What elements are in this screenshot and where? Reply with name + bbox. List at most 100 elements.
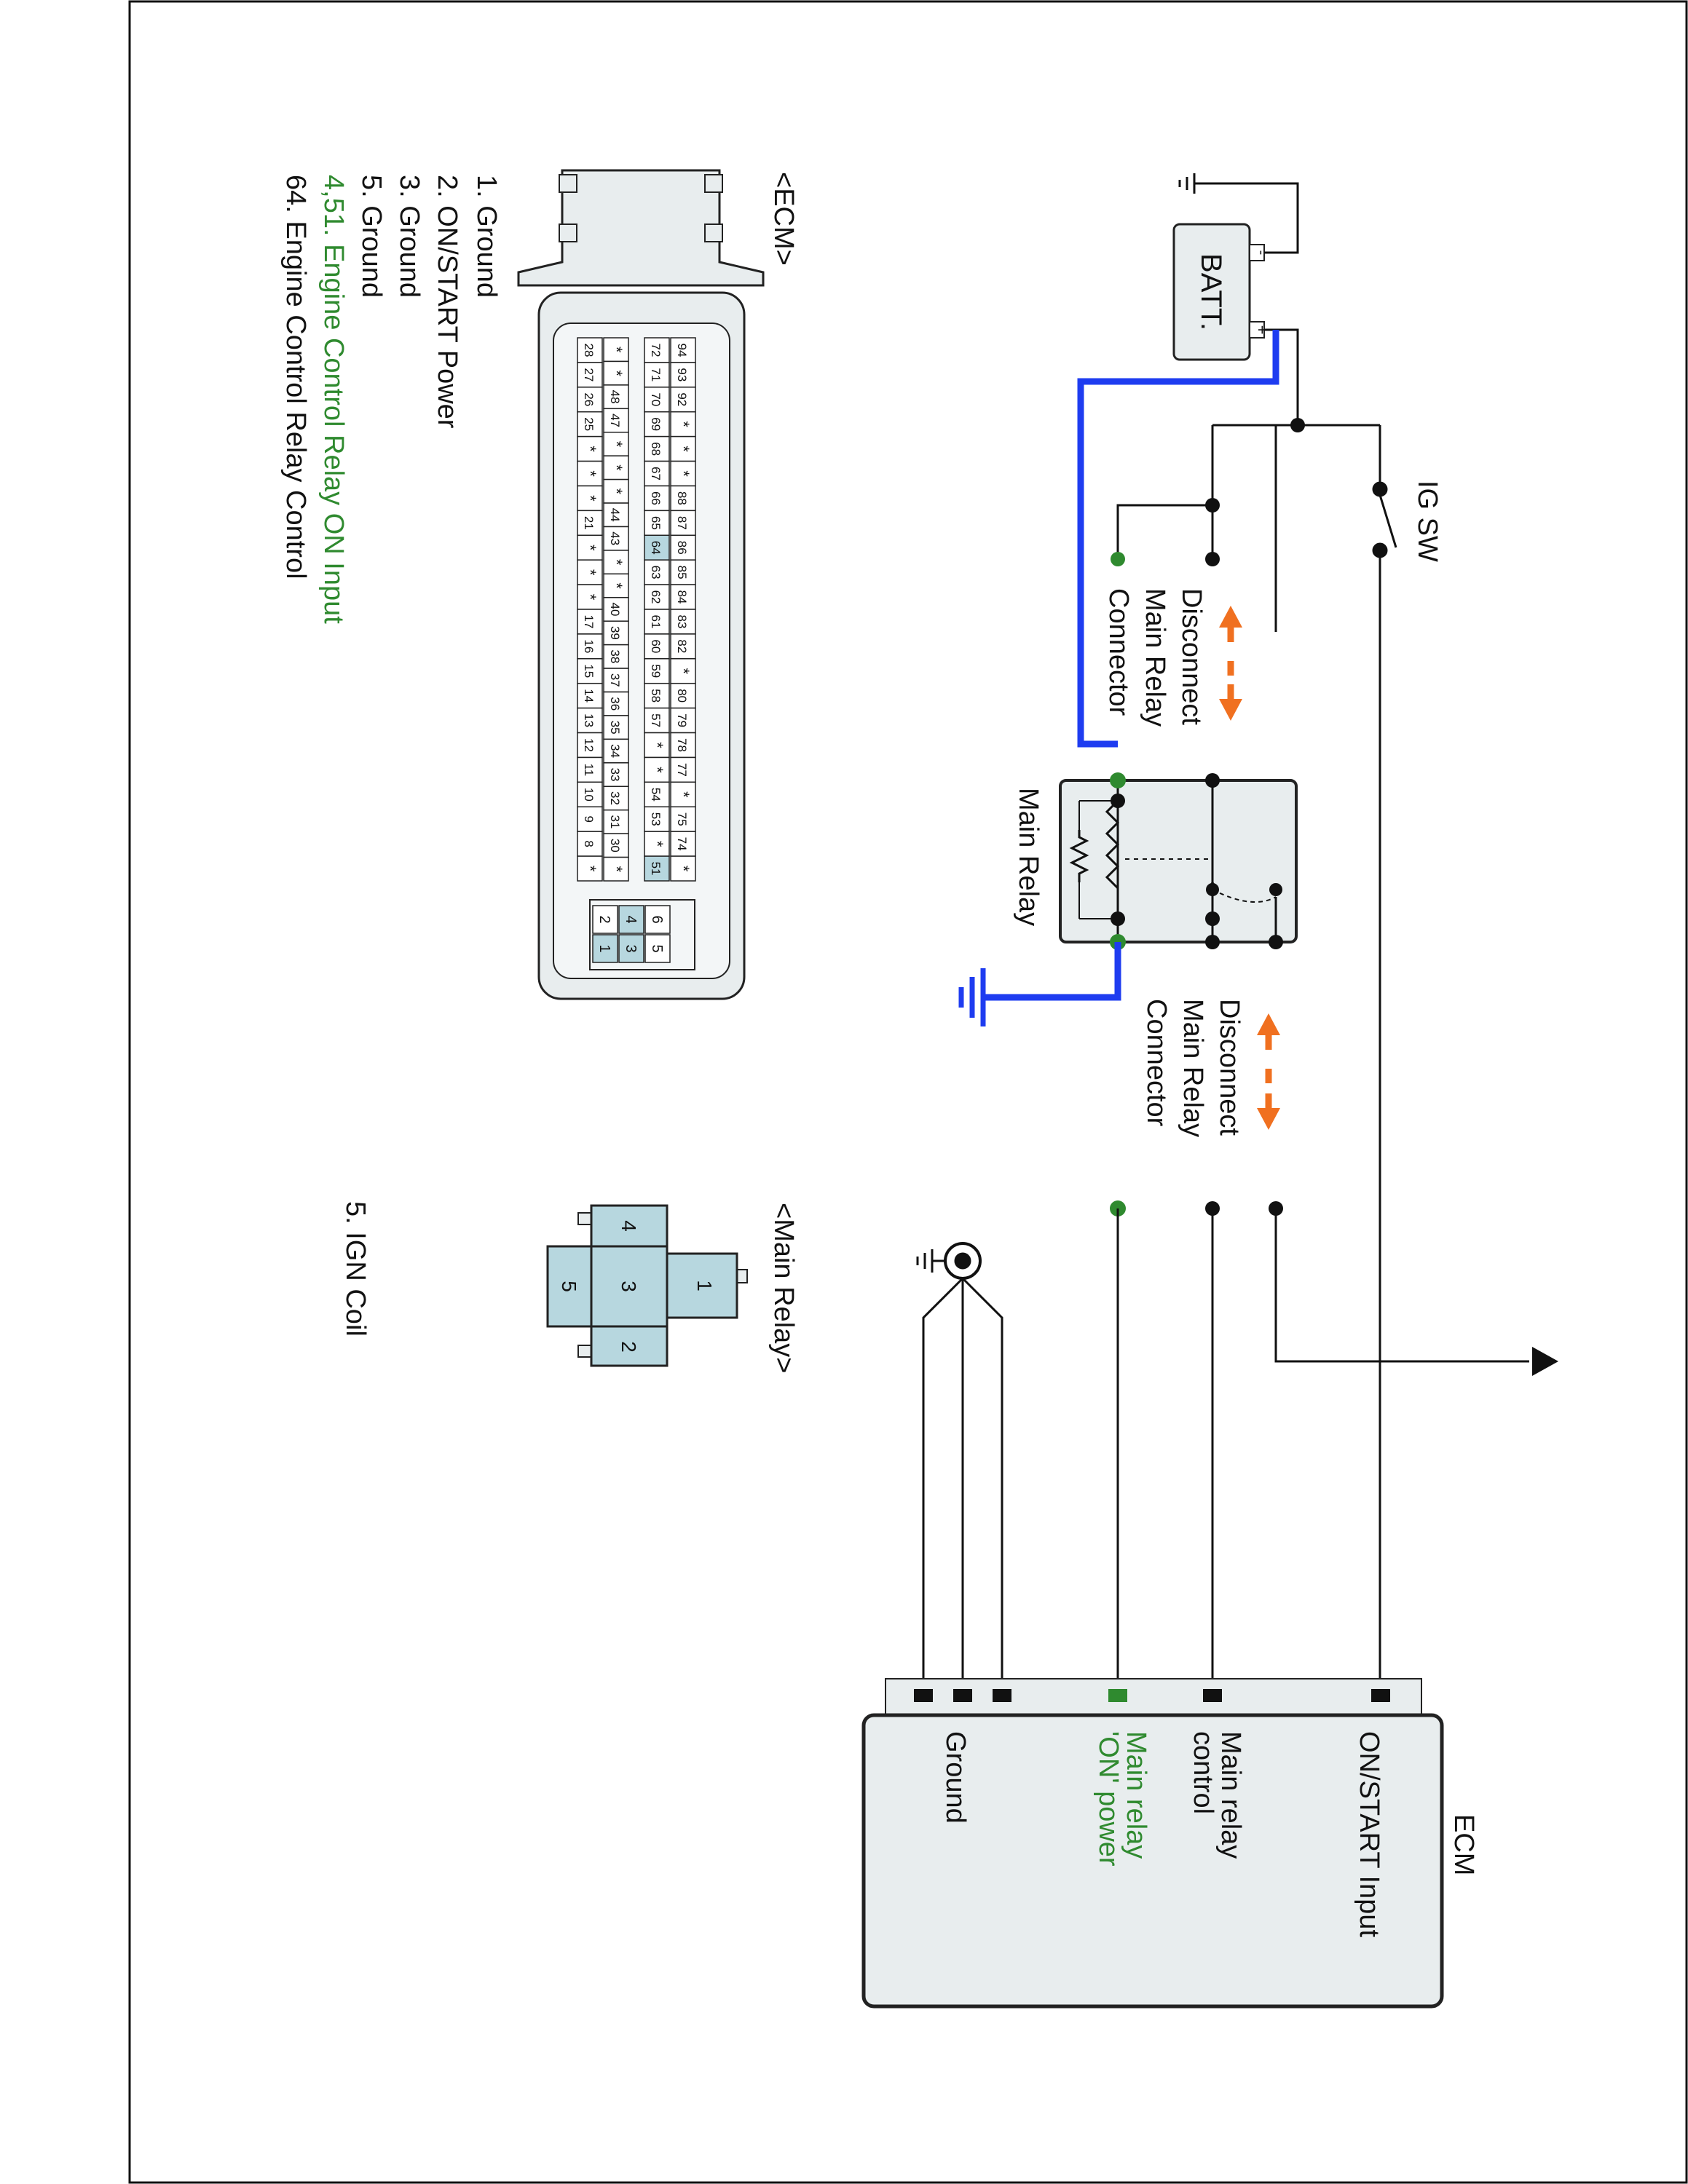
disconnect-connector-lower — [1110, 1200, 1283, 1216]
ecm-pin-cell — [644, 510, 670, 537]
main-relay — [1059, 772, 1298, 950]
ecm-pin-list-item: 64. Engine Control Relay Control — [280, 175, 311, 579]
ecm-aux-pin-cell — [592, 934, 618, 963]
ecm-aux-pin-label: 4 — [623, 915, 639, 923]
ecm-pin-cell — [644, 559, 670, 585]
disconnect-label-upper-2: Main Relay — [1140, 588, 1170, 727]
ecm-pin-label: 60 — [649, 639, 663, 653]
ecm-pin-cell — [670, 781, 696, 808]
ecm-pin-cell — [603, 360, 629, 386]
ecm-pin-main-relay-control-label-1: Main relay — [1215, 1731, 1246, 1859]
ecm-pin-label: 78 — [675, 738, 689, 752]
ecm-pin-cell — [644, 781, 670, 808]
ecm-module — [861, 1678, 1444, 2009]
ecm-pin-label: 13 — [582, 713, 596, 727]
ecm-pin-label: 84 — [675, 590, 689, 604]
ecm-pin-label: 69 — [649, 417, 663, 431]
ecm-pin-label: * — [607, 559, 626, 566]
ecm-pin-label: 53 — [649, 812, 663, 826]
ecm-pin-label: 79 — [675, 713, 689, 727]
ecm-pin-cell — [644, 682, 670, 709]
ecm-aux-pin-cell — [644, 905, 671, 934]
ecm-pin-cell — [644, 534, 670, 561]
disconnect-arrow-upper — [1219, 606, 1242, 721]
ecm-pin-label: * — [607, 488, 626, 495]
ecm-pin-cell — [577, 756, 603, 783]
ecm-pin-cell — [603, 550, 629, 575]
ecm-pin-label: 70 — [649, 392, 663, 406]
ecm-pin-label: 33 — [608, 768, 622, 782]
ecm-pin-label: 57 — [649, 713, 663, 727]
relay-pin-label: 1 — [693, 1280, 716, 1291]
ecm-pin-cell — [603, 431, 629, 456]
ecm-pin-cell — [577, 387, 603, 413]
ecm-connector-pin-grid: 949392***88878685848382*80797877*7574*72… — [577, 337, 696, 970]
ecm-pin-label: 17 — [582, 614, 596, 628]
ecm-connector-title: <ECM> — [768, 172, 799, 266]
ecm-pin-label: 43 — [608, 531, 622, 545]
ecm-pin-label: 28 — [582, 343, 596, 357]
ecm-pin-label: 82 — [675, 639, 689, 653]
ecm-pin-label: * — [581, 594, 599, 601]
ecm-pin-label: * — [674, 470, 693, 477]
ecm-pin-label: 27 — [582, 368, 596, 381]
ecm-pin-cell — [577, 806, 603, 832]
ecm-pin-cell — [603, 644, 629, 669]
battery-positive-wire — [1211, 328, 1381, 632]
ecm-pin-label: * — [607, 347, 626, 353]
ecm-pin-label: * — [607, 464, 626, 471]
ecm-pin-label: 54 — [649, 788, 663, 802]
ecm-pin-label: 47 — [608, 414, 622, 427]
ecm-pin-label: 25 — [582, 417, 596, 431]
relay-pin-list-item: 5. IGN Coil — [340, 1201, 371, 1337]
ecm-pin-ground-label: Ground — [940, 1731, 971, 1824]
relay-connector-title: <Main Relay> — [768, 1203, 799, 1373]
ecm-pin-label: 26 — [582, 392, 596, 406]
ecm-pin-label: 86 — [675, 541, 689, 555]
ecm-pin-list-item: 4,51. Engine Control Relay ON Input — [318, 175, 349, 624]
ig-switch[interactable] — [1372, 481, 1397, 1696]
ecm-pin-cell — [670, 337, 696, 363]
disconnect-label-lower-2: Main Relay — [1178, 999, 1208, 1137]
ecm-aux-pin-label: 6 — [649, 915, 665, 923]
disconnect-label-lower-1: Disconnect — [1214, 999, 1245, 1136]
ecm-pin-cell — [644, 435, 670, 462]
ecm-pin-label: 93 — [675, 368, 689, 381]
ecm-pin-label: 21 — [582, 516, 596, 530]
ecm-pin-label: 72 — [649, 343, 663, 357]
ecm-pin-cell — [644, 485, 670, 512]
ecm-pin-cell — [670, 584, 696, 610]
relay-pin-label: 2 — [618, 1341, 640, 1353]
battery-label: BATT. — [1195, 253, 1227, 331]
ecm-pin-label: * — [607, 582, 626, 589]
ecm-pin-cell — [603, 856, 629, 882]
ecm-pin-label: * — [674, 866, 693, 872]
ecm-pin-cell — [670, 362, 696, 388]
ecm-pin-label: 39 — [608, 626, 622, 640]
ecm-pin-cell — [577, 510, 603, 537]
ecm-pin-label: 94 — [675, 343, 689, 357]
ecm-pin-cell — [644, 387, 670, 413]
ecm-pin-cell — [670, 485, 696, 512]
ecm-pin-cell — [670, 707, 696, 734]
ecm-aux-pin-label: 1 — [596, 944, 612, 952]
ecm-pin-list-item: 5. Ground — [356, 175, 387, 298]
ecm-pin-label: 34 — [608, 744, 622, 758]
battery-plus-label: + — [1253, 325, 1271, 335]
ecm-pin-cell — [670, 633, 696, 660]
ecm-pin-cell — [603, 384, 629, 410]
ecm-pin-label: * — [674, 446, 693, 452]
ecm-pin-cell — [644, 460, 670, 487]
ecm-pin-cell — [577, 534, 603, 561]
ecm-pin-cell — [577, 584, 603, 610]
ecm-pin-label: * — [607, 866, 626, 873]
ecm-pin-label: 63 — [649, 566, 663, 579]
ecm-pin-cell — [670, 559, 696, 585]
ecm-pin-cell — [670, 411, 696, 438]
ecm-pin-label: 14 — [582, 689, 596, 703]
battery-ground-wire — [1178, 173, 1299, 254]
ecm-pin-cell — [603, 502, 629, 528]
ecm-pin-label: 88 — [675, 491, 689, 505]
ig-switch-label: IG SW — [1412, 480, 1443, 562]
ecm-pin-main-relay-on-power-label-2: 'ON' power — [1093, 1731, 1124, 1867]
